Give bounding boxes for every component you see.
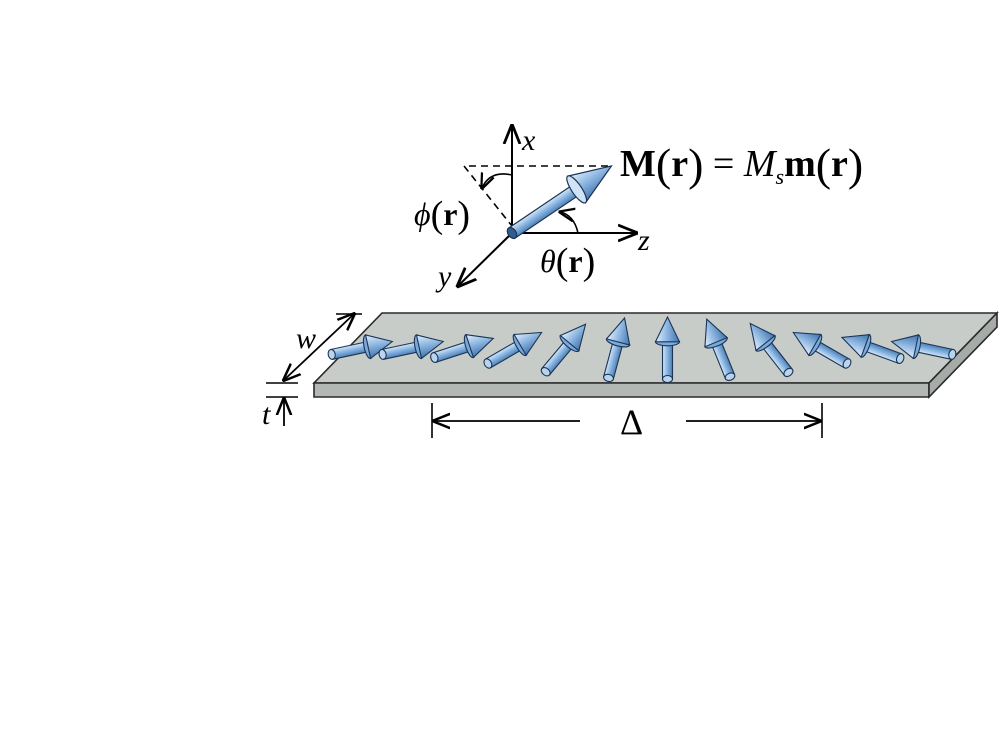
eq-ms-main: M — [743, 143, 776, 185]
phi-open-paren: ( — [431, 194, 444, 236]
eq-lhs-open-paren: ( — [655, 139, 672, 190]
phi-label: ϕ(r) — [414, 194, 470, 236]
magnetic-moment-arrow — [704, 318, 736, 381]
magnetic-moment-arrow — [483, 331, 543, 369]
eq-rhs-open-paren: ( — [815, 139, 832, 190]
magnetic-moment-arrow — [602, 316, 631, 383]
eq-rhs-arg: r — [831, 143, 848, 185]
thickness-label: t — [262, 398, 271, 431]
eq-lhs-symbol: M — [620, 143, 656, 185]
eq-lhs-close-paren: ) — [688, 139, 704, 190]
eq-lhs-arg: r — [671, 143, 689, 185]
phi-symbol: ϕ — [414, 196, 431, 232]
theta-angle-arc — [560, 212, 579, 234]
y-axis — [458, 232, 513, 286]
strip-side-face — [928, 311, 998, 399]
magnetic-moment-arrow — [840, 333, 905, 365]
projection-dashed-lines — [462, 165, 608, 227]
magnetization-vector — [506, 164, 613, 240]
phi-arg: r — [443, 196, 457, 232]
magnetic-moment-arrow — [749, 322, 794, 378]
eq-rhs-close-paren: ) — [847, 139, 864, 190]
width-dimension-line — [284, 314, 354, 380]
z-axis-label: z — [637, 224, 650, 257]
delta-label: Δ — [620, 402, 643, 442]
magnetic-moment-arrow — [378, 334, 445, 360]
width-label: w — [296, 322, 316, 355]
magnetic-moment-arrow — [792, 331, 852, 369]
magnetic-moment-arrow — [430, 334, 495, 364]
magnetization-equation: M(r) = Msm(r) — [620, 142, 863, 188]
theta-close-paren: ) — [583, 241, 596, 283]
magnetic-moment-arrow — [654, 315, 681, 384]
strip-front-face — [313, 382, 930, 398]
magnetic-moments — [327, 315, 957, 384]
dimensions: w t Δ — [262, 314, 823, 442]
magnetic-moment-arrow — [540, 323, 587, 377]
y-axis-label: y — [435, 260, 452, 293]
phi-angle-arc — [482, 174, 513, 188]
eq-ms-sub: s — [775, 164, 785, 189]
theta-open-paren: ( — [556, 241, 569, 283]
coordinate-system: x z y ϕ(r) θ(r) — [414, 124, 650, 293]
eq-equals: = — [712, 143, 735, 185]
eq-rhs-symbol: m — [784, 143, 816, 185]
x-axis-label: x — [521, 124, 536, 157]
theta-arg: r — [568, 243, 582, 279]
magnetic-moment-arrow — [890, 334, 957, 360]
phi-close-paren: ) — [457, 194, 470, 236]
theta-symbol: θ — [540, 243, 556, 279]
theta-label: θ(r) — [540, 241, 595, 283]
